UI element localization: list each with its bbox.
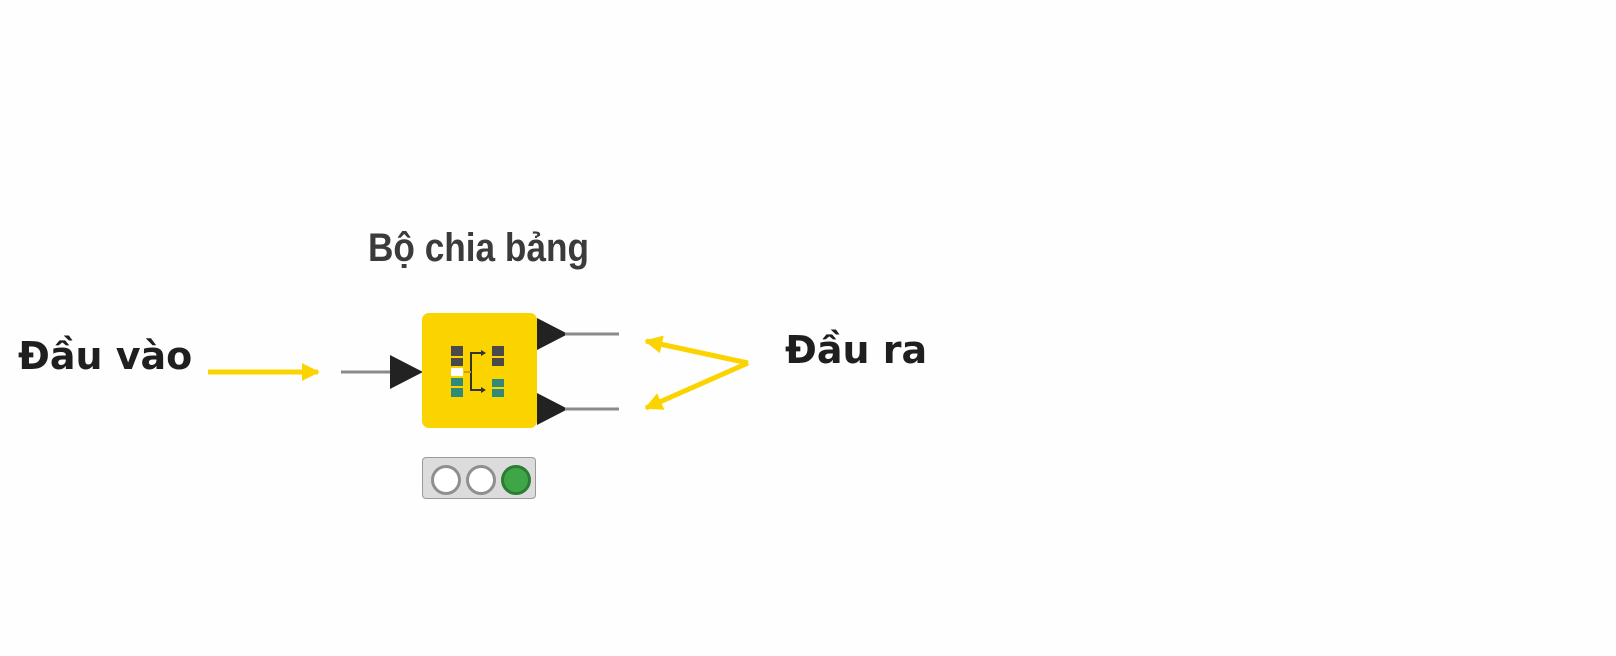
node-status-indicator <box>422 457 536 499</box>
output-label: Đầu ra <box>785 328 928 372</box>
table-splitter-node[interactable] <box>422 313 537 428</box>
output-annotation-arrow-bottom <box>644 360 750 411</box>
table-splitter-icon <box>451 346 504 397</box>
input-label: Đầu vào <box>18 334 193 378</box>
output-port-top[interactable] <box>537 318 568 350</box>
input-port[interactable] <box>390 355 423 389</box>
node-title[interactable]: Bộ chia bảng <box>368 226 590 270</box>
output-port-bottom[interactable] <box>537 393 568 425</box>
status-light-1 <box>431 465 461 495</box>
output-annotation-arrow-top <box>644 335 749 366</box>
status-light-3-executed <box>501 465 531 495</box>
status-light-2 <box>466 465 496 495</box>
